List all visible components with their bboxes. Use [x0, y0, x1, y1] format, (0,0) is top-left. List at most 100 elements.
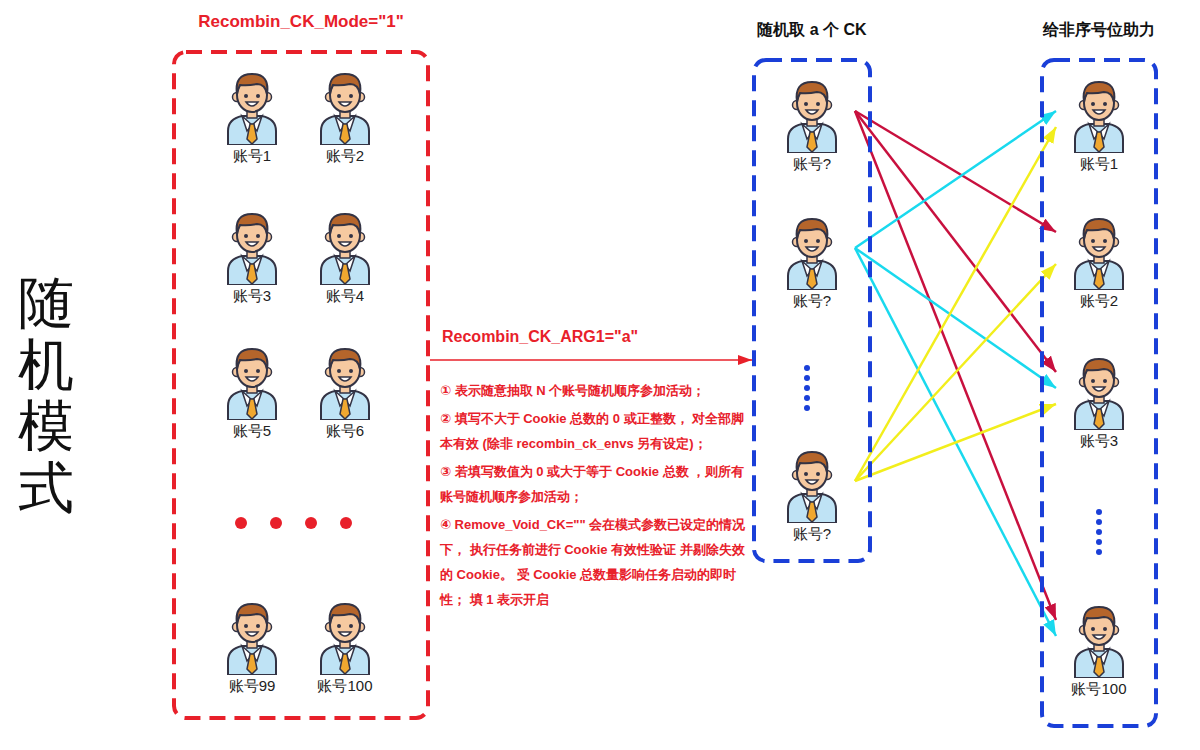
edge-label-holder: Recombin_CK_ARG1="a"	[442, 326, 638, 348]
account-figure: 账号?	[769, 443, 855, 545]
person-icon	[780, 73, 844, 153]
person-figure	[788, 219, 836, 290]
notes-holder: ① 表示随意抽取 N 个账号随机顺序参加活动； ② 填写不大于 Cookie 总数…	[440, 378, 746, 615]
ellipsis-dot	[1096, 539, 1102, 545]
account-label: 账号?	[769, 523, 855, 545]
account-label: 账号1	[1056, 153, 1142, 175]
person-figure	[321, 214, 369, 285]
account-figure: 账号99	[209, 595, 295, 697]
person-figure	[228, 604, 276, 675]
account-label: 账号2	[302, 145, 388, 167]
account-figure: 账号100	[1056, 598, 1142, 700]
account-label: 账号3	[209, 285, 295, 307]
person-icon	[1067, 210, 1131, 290]
dashed-outline	[172, 50, 430, 720]
person-icon	[220, 595, 284, 675]
account-label: 账号4	[302, 285, 388, 307]
dashed-border	[754, 60, 870, 561]
arrow-connector	[855, 264, 1056, 481]
account-label: 账号100	[302, 675, 388, 697]
person-figure	[321, 604, 369, 675]
ellipsis-dot	[1096, 549, 1102, 555]
account-figure: 账号2	[302, 65, 388, 167]
person-figure	[228, 349, 276, 420]
person-figure	[321, 349, 369, 420]
account-group-box: 随机取 a 个 CK账号?账号?账号?	[752, 58, 872, 563]
account-figure: 账号2	[1056, 210, 1142, 312]
ellipsis-dot	[804, 365, 810, 371]
note-text: ① 表示随意抽取 N 个账号随机顺序参加活动；	[440, 378, 746, 403]
ellipsis-dot	[804, 385, 810, 391]
person-icon	[780, 443, 844, 523]
ellipsis-dot	[340, 517, 352, 529]
note-text: ② 填写不大于 Cookie 总数的 0 或正整数， 对全部脚本有效 (除非 r…	[440, 406, 746, 456]
person-figure	[228, 214, 276, 285]
ellipsis-dot	[1096, 529, 1102, 535]
account-figure: 账号3	[209, 205, 295, 307]
vertical-dots	[804, 365, 810, 411]
account-figure: 账号100	[302, 595, 388, 697]
account-figure: 账号?	[769, 210, 855, 312]
arrow-connector	[855, 111, 1056, 372]
account-group-box: Recombin_CK_Mode="1"账号1账号2账号3账号4账号5账号6账号…	[172, 50, 430, 720]
person-figure	[788, 452, 836, 523]
vertical-dots	[1096, 509, 1102, 555]
person-figure	[1075, 219, 1123, 290]
ellipsis-dot	[1096, 519, 1102, 525]
person-figure	[788, 82, 836, 153]
account-figure: 账号4	[302, 205, 388, 307]
person-icon	[780, 210, 844, 290]
person-icon	[220, 65, 284, 145]
ellipsis-dot	[270, 517, 282, 529]
dashed-border	[1042, 60, 1156, 726]
person-icon	[313, 595, 377, 675]
group-heading: 随机取 a 个 CK	[682, 18, 942, 42]
mode-title: 随机模式	[18, 272, 74, 518]
title-holder: 随机模式	[18, 272, 74, 518]
account-figure: 账号5	[209, 340, 295, 442]
account-label: 账号6	[302, 420, 388, 442]
person-icon	[1067, 350, 1131, 430]
note-text: ④ Remove_Void_CK="" 会在模式参数已设定的情况下， 执行任务前…	[440, 512, 746, 612]
ellipsis-dot	[305, 517, 317, 529]
ellipsis-dots	[235, 517, 352, 529]
account-group-box: 给非序号位助力账号1账号2账号3账号100	[1040, 58, 1158, 728]
person-icon	[313, 65, 377, 145]
arrow-connector	[855, 127, 1056, 481]
account-label: 账号?	[769, 153, 855, 175]
arrow-connector	[430, 359, 752, 361]
arrow-connector	[855, 111, 1056, 620]
arrow-connector	[855, 111, 1056, 232]
person-figure	[321, 74, 369, 145]
account-figure: 账号3	[1056, 350, 1142, 452]
person-icon	[220, 205, 284, 285]
person-icon	[220, 340, 284, 420]
ellipsis-dot	[804, 375, 810, 381]
account-label: 账号3	[1056, 430, 1142, 452]
arrow-connector	[855, 404, 1056, 481]
ellipsis-dot	[1096, 509, 1102, 515]
group-heading: 给非序号位助力	[970, 18, 1200, 42]
person-figure	[228, 74, 276, 145]
ellipsis-dot	[235, 517, 247, 529]
account-label: 账号5	[209, 420, 295, 442]
account-figure: 账号?	[769, 73, 855, 175]
person-icon	[313, 205, 377, 285]
ellipsis-dot	[804, 395, 810, 401]
person-icon	[313, 340, 377, 420]
arrow-connector	[855, 248, 1056, 388]
person-icon	[1067, 598, 1131, 678]
account-label: 账号?	[769, 290, 855, 312]
person-figure	[1075, 359, 1123, 430]
group-heading: Recombin_CK_Mode="1"	[102, 10, 500, 34]
account-label: 账号1	[209, 145, 295, 167]
account-figure: 账号6	[302, 340, 388, 442]
parameter-label: Recombin_CK_ARG1="a"	[442, 326, 638, 348]
account-figure: 账号1	[1056, 73, 1142, 175]
note-text: ③ 若填写数值为 0 或大于等于 Cookie 总数 ，则所有账号随机顺序参加活…	[440, 459, 746, 509]
account-label: 账号100	[1056, 678, 1142, 700]
account-label: 账号99	[209, 675, 295, 697]
